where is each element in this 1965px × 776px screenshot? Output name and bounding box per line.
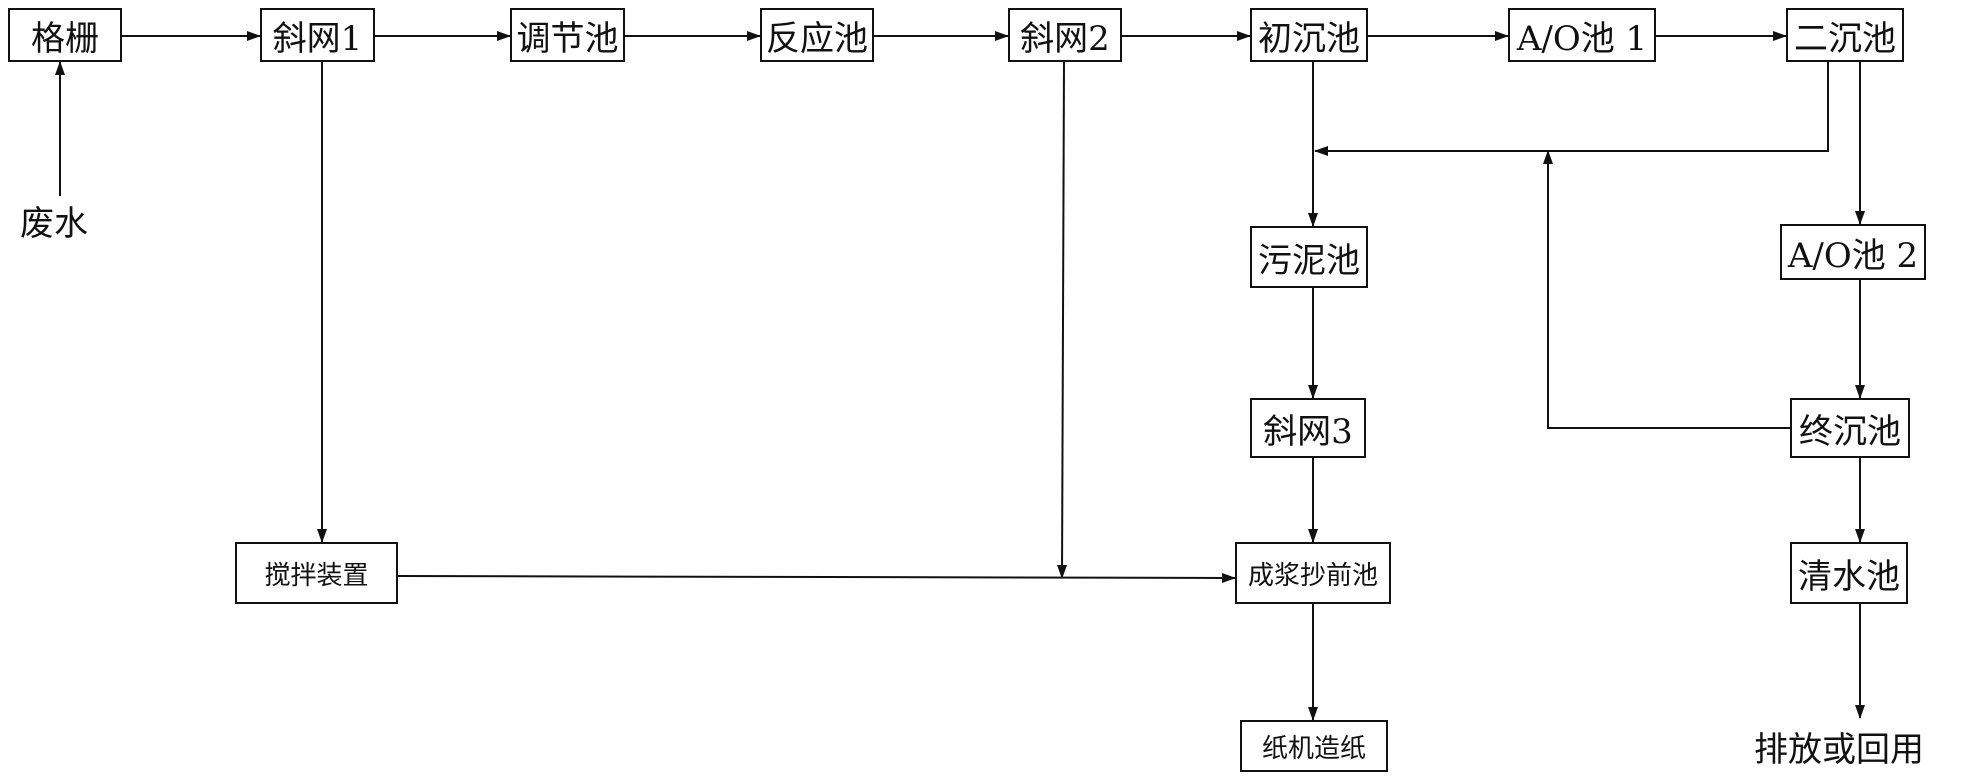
return-final-settling-line (1547, 158, 1790, 429)
clear-water-tank-node: 清水池 (1790, 542, 1908, 604)
incline-screen-1-node: 斜网1 (260, 8, 375, 62)
primary-settling-tank-node: 初沉池 (1250, 8, 1368, 62)
sludge-tank-node: 污泥池 (1250, 226, 1368, 288)
secondary-settling-tank-node: 二沉池 (1786, 8, 1904, 62)
final-settling-tank-node: 终沉池 (1790, 398, 1910, 458)
arrow-screen2-down (1057, 61, 1068, 579)
incline-screen-2-node: 斜网2 (1008, 8, 1122, 62)
ao-tank-1-node: A/O池 1 (1508, 8, 1656, 62)
arrow-stirring-to-pulp (397, 572, 1236, 583)
discharge-or-reuse-label: 排放或回用 (1754, 730, 1924, 770)
incline-screen-3-node: 斜网3 (1250, 398, 1366, 458)
grille-node: 格栅 (8, 8, 122, 62)
wastewater-label: 废水 (20, 204, 88, 244)
return-secondary-to-sludge-line (1326, 62, 1829, 152)
reaction-tank-node: 反应池 (760, 8, 874, 62)
ao-tank-2-node: A/O池 2 (1780, 224, 1926, 280)
pulp-forming-tank-node: 成浆抄前池 (1235, 542, 1391, 604)
paper-machine-node: 纸机造纸 (1240, 720, 1388, 772)
stirring-device-node: 搅拌装置 (235, 542, 398, 604)
regulating-tank-node: 调节池 (510, 8, 625, 62)
